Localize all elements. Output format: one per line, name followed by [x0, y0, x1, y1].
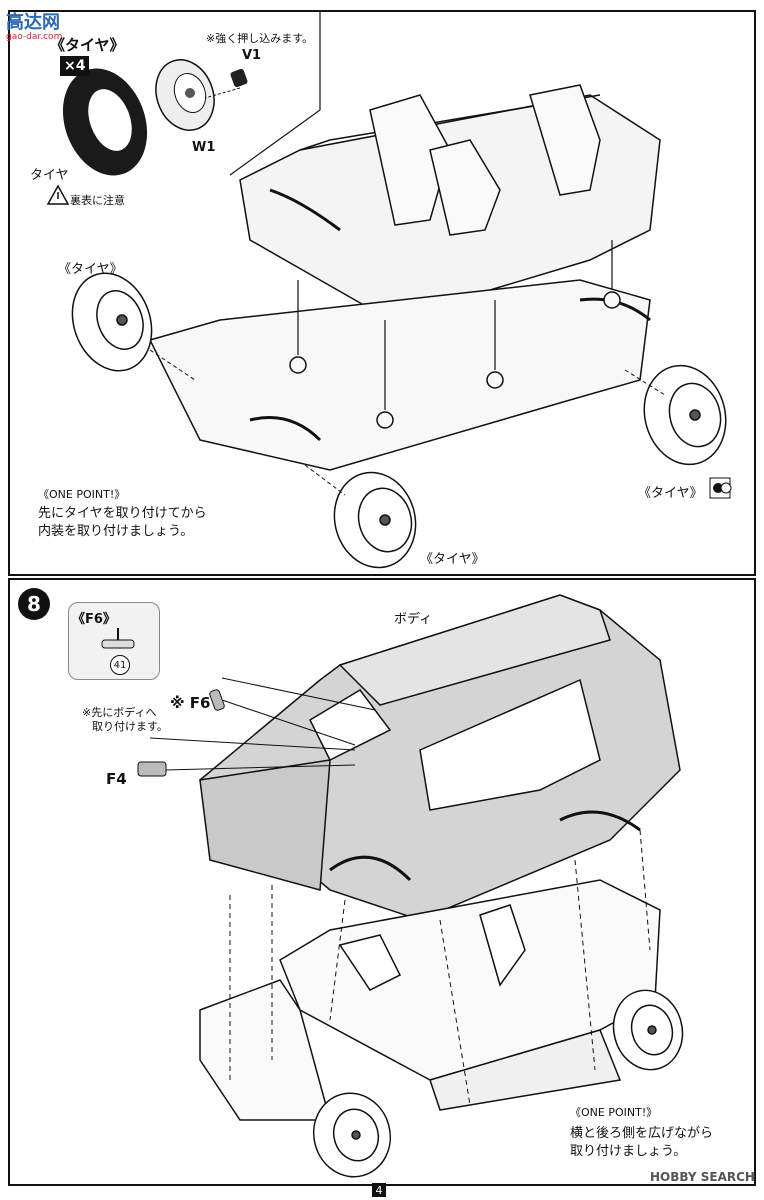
step8-onepoint-line1: 横と後ろ側を広げながら: [570, 1126, 714, 1141]
step7-tire-header: 《タイヤ》: [50, 36, 125, 54]
step7-onepoint-line1: 先にタイヤを取り付けてから: [38, 506, 207, 521]
watermark-url: gao-dar.com: [6, 32, 63, 42]
part-41-circle: 41: [110, 655, 130, 675]
step8-note-line1: ※先にボディへ: [82, 706, 157, 719]
step8-onepoint-title: 《ONE POINT!》: [570, 1106, 658, 1119]
body-shell: [198, 594, 681, 921]
label-tire: タイヤ: [30, 168, 69, 183]
tire-black-inset: [62, 68, 148, 176]
tire-right: [643, 364, 727, 466]
tire-tag-right: 《タイヤ》: [638, 486, 703, 501]
watermark-logo: 高达网: [6, 12, 60, 33]
f6-inset-title: 《F6》: [72, 612, 116, 627]
tire-tag-bottom: 《タイヤ》: [420, 552, 485, 567]
step7-frame: [8, 10, 756, 576]
lower-car: [199, 879, 661, 1121]
chassis: [148, 279, 651, 471]
tire-left: [71, 272, 153, 372]
tire-bottom: [333, 471, 417, 569]
label-f4: F4: [106, 770, 127, 788]
page-number: 4: [372, 1183, 386, 1197]
body-label: ボディ: [394, 612, 433, 627]
step8-note-line2: 取り付けます。: [92, 720, 168, 733]
step7-onepoint-line2: 内装を取り付けましょう。: [38, 524, 194, 539]
label-v1: V1: [242, 48, 262, 63]
step7-onepoint-title: 《ONE POINT!》: [38, 488, 126, 501]
wheel-w1-inset: [155, 59, 215, 131]
step8-number-badge: 8: [18, 588, 50, 620]
lower-wheel-rear: [612, 989, 684, 1071]
interior-tub: [239, 84, 661, 321]
tire-tag-left: 《タイヤ》: [58, 262, 123, 277]
warning-text: 裏表に注意: [70, 194, 125, 207]
lower-wheel-front: [312, 1092, 392, 1178]
label-f6: ※ F6: [170, 694, 211, 712]
watermark-hobbysearch: HOBBY SEARCH: [650, 1170, 755, 1184]
step7-press-note: ※強く押し込みます。: [206, 32, 314, 45]
step8-onepoint-line2: 取り付けましょう。: [570, 1144, 687, 1159]
label-w1: W1: [192, 140, 216, 155]
step7-mult-badge: ×4: [60, 56, 90, 76]
